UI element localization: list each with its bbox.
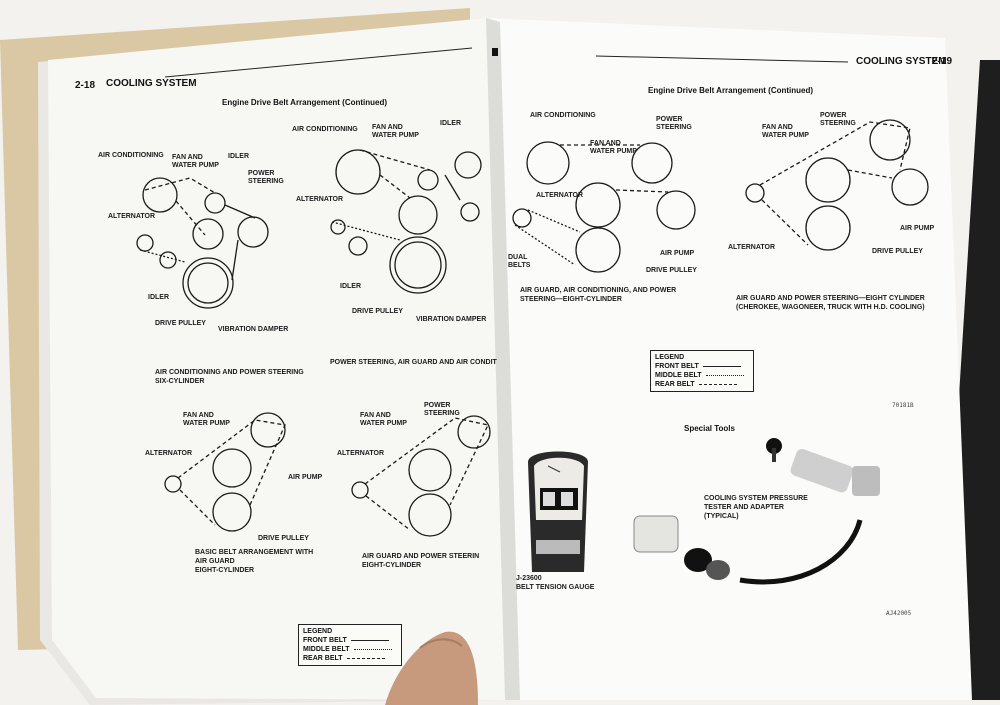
- d5-label-dual-belts: DUAL BELTS: [508, 254, 531, 269]
- d5-label-drive-pulley: DRIVE PULLEY: [646, 267, 697, 274]
- belt-tension-gauge-image: [528, 451, 588, 572]
- d3-label-air-pump: AIR PUMP: [288, 474, 323, 481]
- diagram-3-pulleys: [164, 412, 286, 532]
- d5-label-alternator: ALTERNATOR: [536, 192, 584, 199]
- page-number-right: 2-19: [932, 56, 953, 67]
- d1-label-air-conditioning: AIR CONDITIONING: [98, 152, 164, 159]
- page-number-left: 2-18: [75, 80, 96, 91]
- d4-label-alternator: ALTERNATOR: [337, 450, 385, 457]
- legend-right-title: LEGEND: [655, 354, 685, 361]
- d6-label-fan-water-pump: FAN AND WATER PUMP: [762, 124, 809, 139]
- d5-label-air-pump: AIR PUMP: [660, 250, 695, 257]
- d2-label-fan-water-pump: FAN AND WATER PUMP: [372, 124, 419, 139]
- tool1-caption: J-23600 BELT TENSION GAUGE: [516, 575, 595, 591]
- figure-code-2: AJ42005: [886, 610, 912, 617]
- d2-label-idler-top: IDLER: [440, 120, 461, 127]
- diagram-4-pulleys: [351, 415, 491, 537]
- d3-label-alternator: ALTERNATOR: [145, 450, 193, 457]
- d6-label-air-pump: AIR PUMP: [900, 225, 935, 232]
- d1-label-fan-water-pump: FAN AND WATER PUMP: [172, 154, 219, 169]
- diagram-5-pulleys: [512, 141, 696, 273]
- legend-left-title: LEGEND: [303, 628, 333, 635]
- d2-label-air-conditioning: AIR CONDITIONING: [292, 126, 358, 133]
- legend-left: LEGEND FRONT BELT MIDDLE BELT REAR BELT: [298, 624, 402, 666]
- legend-left-row-middle: MIDDLE BELT: [303, 645, 397, 654]
- diagram-title-right: Engine Drive Belt Arrangement (Continued…: [648, 86, 814, 95]
- d6-label-power-steering: POWER STEERING: [820, 112, 856, 127]
- d3-label-fan-water-pump: FAN AND WATER PUMP: [183, 412, 230, 427]
- d5-label-air-conditioning: AIR CONDITIONING: [530, 112, 596, 119]
- d2-label-alternator: ALTERNATOR: [296, 196, 344, 203]
- tool2-caption: COOLING SYSTEM PRESSURE TESTER AND ADAPT…: [704, 495, 808, 520]
- d1-label-idler-bottom: IDLER: [148, 294, 169, 301]
- d5-caption: AIR GUARD, AIR CONDITIONING, AND POWER S…: [520, 287, 677, 303]
- d6-caption: AIR GUARD AND POWER STEERING—EIGHT CYLIN…: [736, 295, 925, 311]
- d5-label-power-steering: POWER STEERING: [656, 116, 692, 131]
- figure-code-1: 70181B: [892, 402, 914, 409]
- diagram-title-left: Engine Drive Belt Arrangement (Continued…: [222, 98, 388, 107]
- d5-label-fan-water-pump: FAN AND WATER PUMP: [590, 140, 637, 155]
- d2-caption: POWER STEERING, AIR GUARD AND AIR CONDIT: [330, 359, 497, 366]
- d2-label-idler-bottom: IDLER: [340, 283, 361, 290]
- special-tools-title: Special Tools: [684, 424, 735, 433]
- d6-label-drive-pulley: DRIVE PULLEY: [872, 248, 923, 255]
- legend-right-row-middle: MIDDLE BELT: [655, 371, 749, 380]
- legend-left-row-front: FRONT BELT: [303, 636, 397, 645]
- d4-caption: AIR GUARD AND POWER STEERIN EIGHT-CYLIND…: [362, 553, 480, 569]
- d1-label-power-steering: POWER STEERING: [248, 170, 284, 185]
- d3-label-drive-pulley: DRIVE PULLEY: [258, 535, 309, 542]
- legend-right-row-rear: REAR BELT: [655, 380, 749, 389]
- d2-label-vibration-damper: VIBRATION DAMPER: [416, 316, 487, 323]
- d4-label-fan-water-pump: FAN AND WATER PUMP: [360, 412, 407, 427]
- legend-left-row-rear: REAR BELT: [303, 654, 397, 663]
- pressure-tester-image: [633, 438, 880, 585]
- d1-label-idler-top: IDLER: [228, 153, 249, 160]
- d1-label-drive-pulley: DRIVE PULLEY: [155, 320, 206, 327]
- section-title-left: COOLING SYSTEM: [106, 78, 197, 89]
- diagram-6-pulleys: [745, 119, 929, 251]
- d1-label-alternator: ALTERNATOR: [108, 213, 156, 220]
- d3-caption: BASIC BELT ARRANGEMENT WITH AIR GUARD EI…: [195, 549, 314, 574]
- legend-right-row-front: FRONT BELT: [655, 362, 749, 371]
- d6-label-alternator: ALTERNATOR: [728, 244, 776, 251]
- diagram-2-pulleys: [330, 149, 482, 294]
- d4-label-power-steering: POWER STEERING: [424, 402, 460, 417]
- section-title-right: COOLING SYSTEM: [856, 56, 947, 67]
- d2-label-drive-pulley: DRIVE PULLEY: [352, 308, 403, 315]
- diagram-1-pulleys: [136, 177, 269, 309]
- legend-right: LEGEND FRONT BELT MIDDLE BELT REAR BELT: [650, 350, 754, 392]
- d1-label-vibration-damper: VIBRATION DAMPER: [218, 326, 289, 333]
- d1-caption: AIR CONDITIONING AND POWER STEERING SIX-…: [155, 369, 304, 385]
